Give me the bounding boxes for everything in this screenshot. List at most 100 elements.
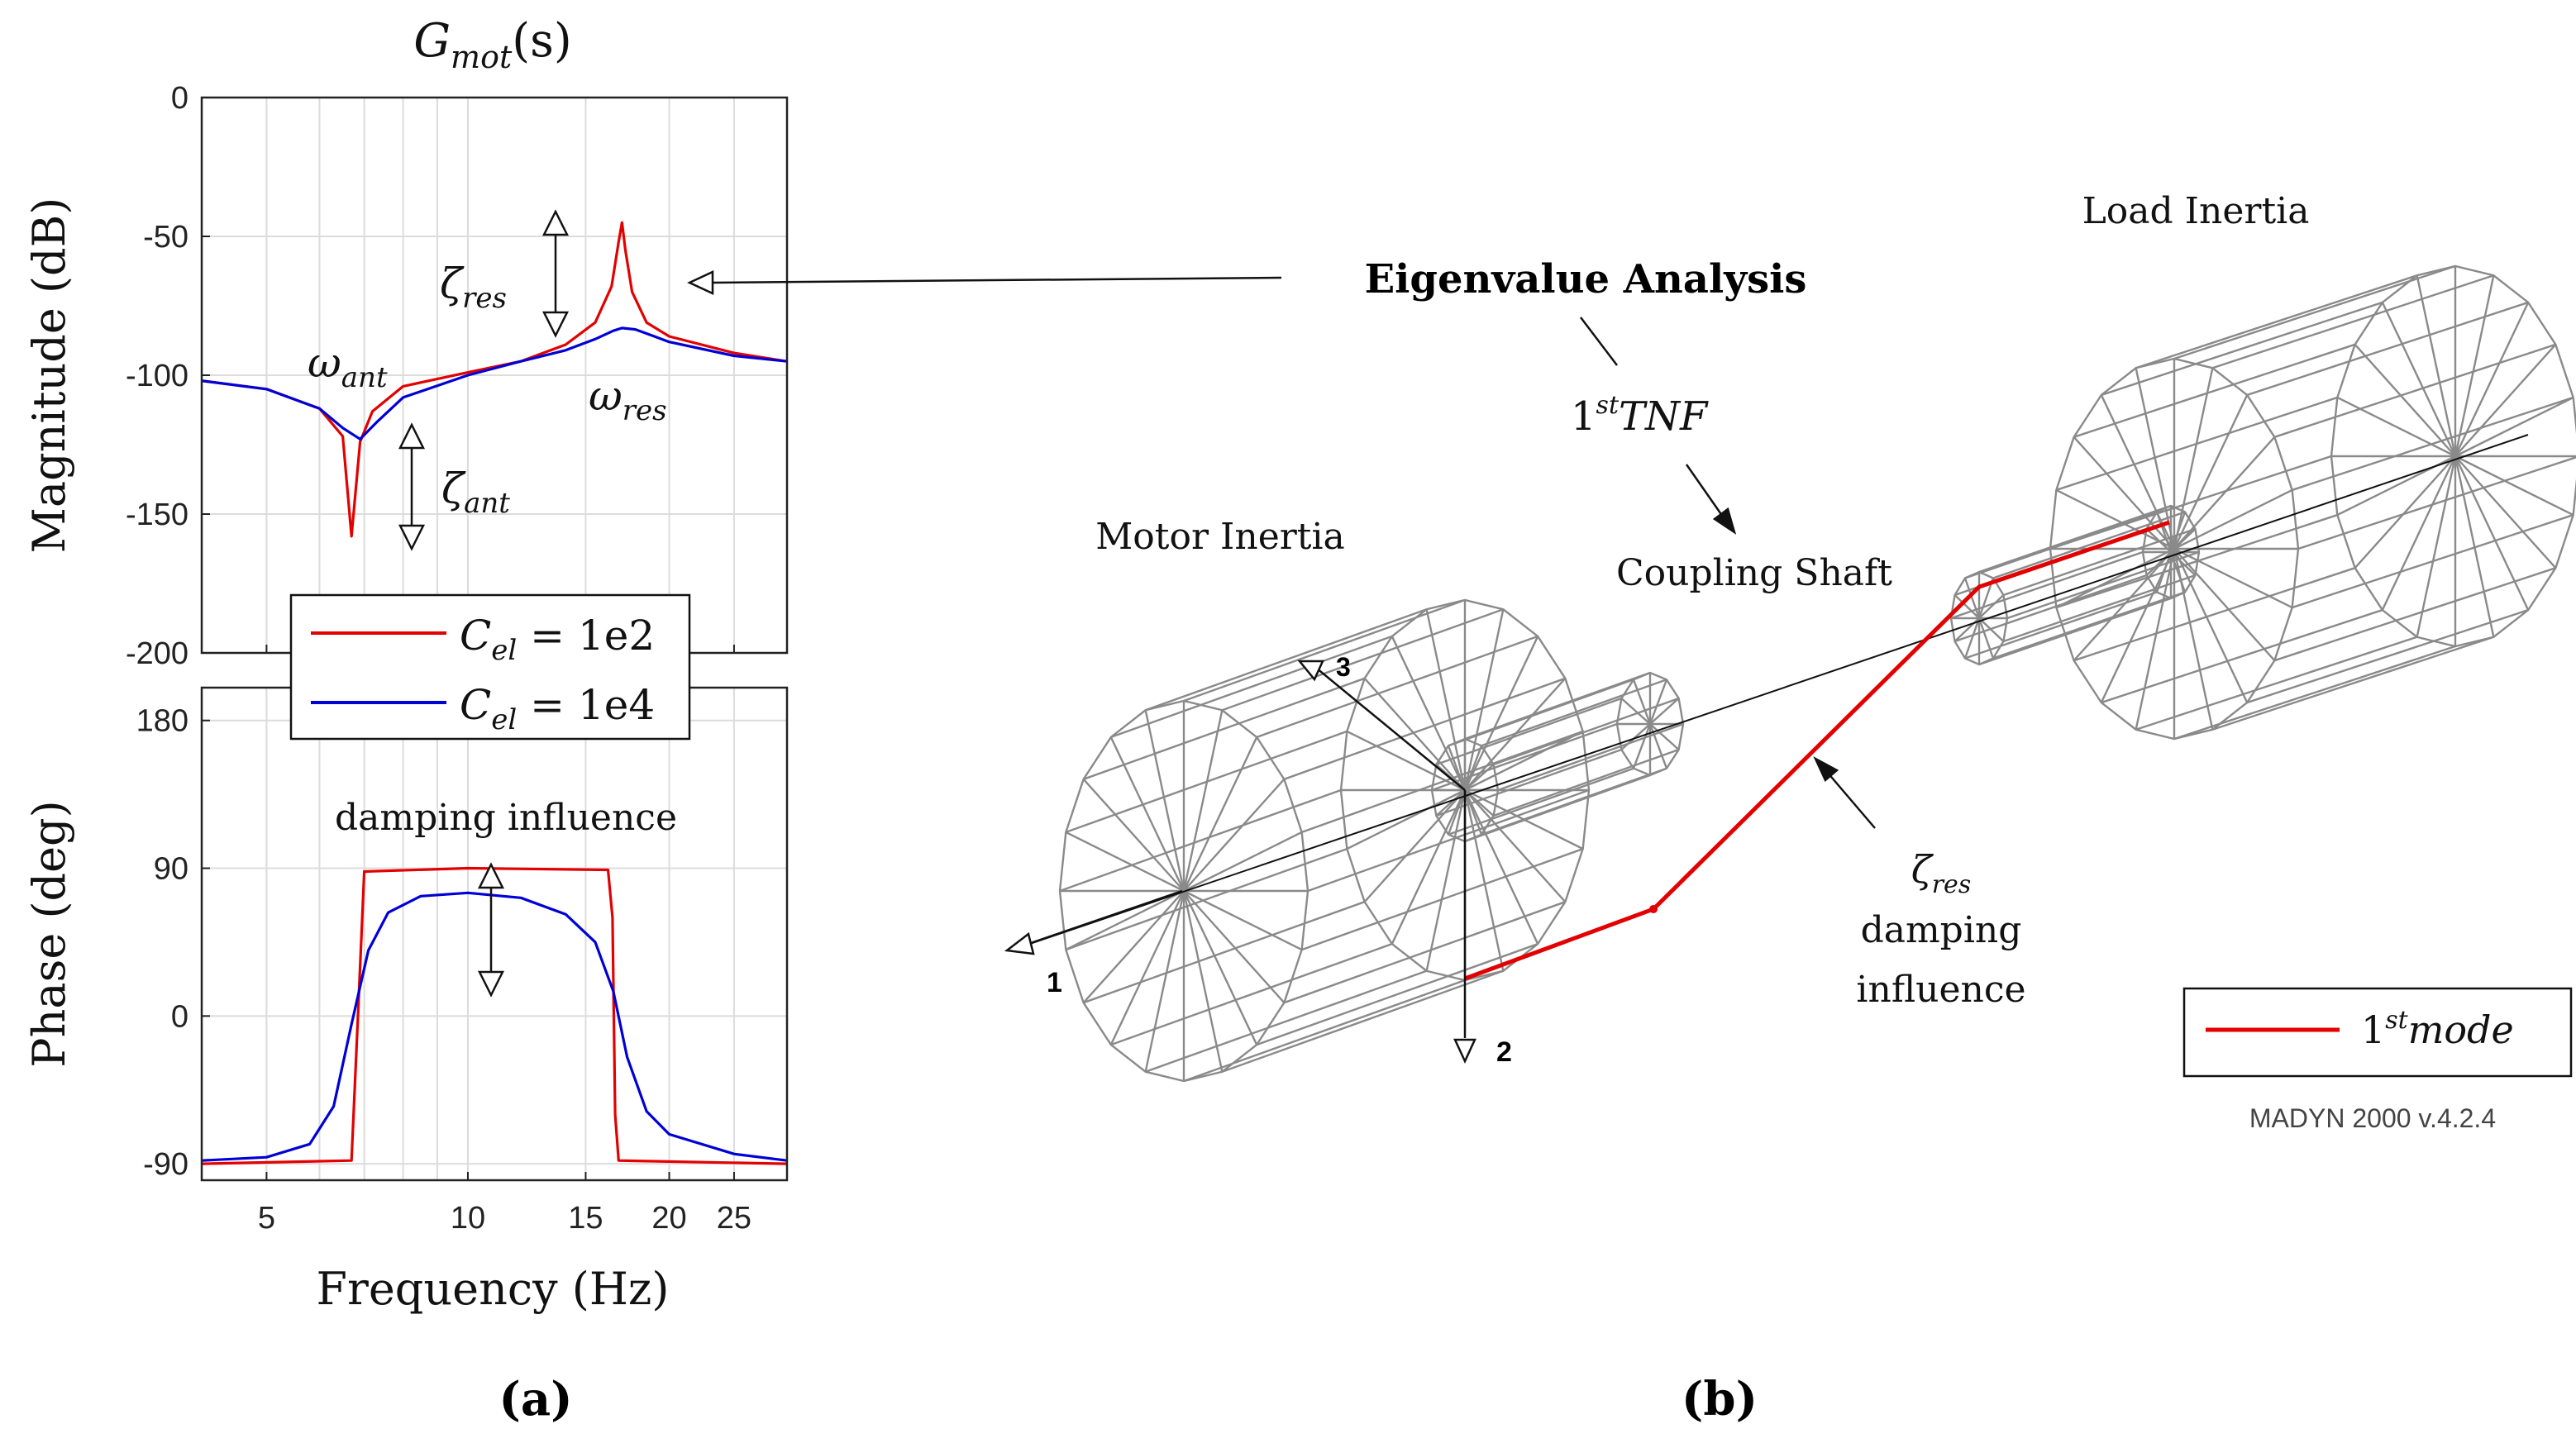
cylinder-spoke (2073, 548, 2175, 661)
cylinder-spoke (1109, 736, 1185, 892)
cylinder-generator (1059, 788, 1342, 893)
series-line-cel-1e2 (202, 866, 787, 1165)
cylinder-spoke (1183, 889, 1303, 951)
cylinder-spoke (1463, 609, 1505, 791)
cylinder-spoke (1065, 889, 1185, 951)
y-tick-label: -100 (126, 359, 188, 393)
cylinder-generator (2135, 636, 2418, 731)
cylinder-spoke (2055, 547, 2175, 609)
bode-title: Gmot(s) (413, 14, 571, 75)
zeta-ant-label: ζant (441, 464, 510, 520)
cylinder-spoke (1649, 723, 1680, 750)
y-tick-label: -200 (126, 636, 188, 671)
cylinder-generator (2211, 274, 2494, 369)
zeta-res-arrow (541, 209, 570, 338)
cylinder-generator (1481, 679, 1667, 747)
coordinate-axis-2 (1453, 790, 1476, 1064)
cylinder-spoke (1649, 698, 1680, 725)
software-version-label: MADYN 2000 v.4.2.4 (2249, 1103, 2496, 1133)
cylinder-spoke (2454, 344, 2557, 457)
cylinder-generator (1145, 969, 1428, 1073)
coupling-shaft-label: Coupling Shaft (1616, 552, 1892, 594)
cylinder-spoke (2173, 548, 2249, 703)
zeta-res-label-b: ζres (1911, 847, 1971, 899)
cylinder-spoke (1183, 890, 1286, 1003)
cylinder-spoke (2454, 275, 2495, 457)
cylinder-generator (2273, 567, 2556, 662)
cylinder-spoke (1447, 745, 1467, 791)
caption-a: (a) (499, 1372, 572, 1427)
cylinder-generator (1301, 847, 1584, 951)
cylinder-spoke (2454, 455, 2530, 611)
cylinder-generator (2246, 608, 2529, 704)
frequency-xlabel: Frequency (Hz) (317, 1263, 670, 1315)
cylinder-spoke (2173, 436, 2276, 550)
cylinder-spoke (1463, 789, 1505, 971)
cylinder-spoke (1082, 890, 1185, 1003)
cylinder-generator (1110, 635, 1393, 739)
cylinder-generator (1992, 591, 2186, 660)
cylinder-spoke (1425, 789, 1467, 971)
caption-b: (b) (1682, 1372, 1758, 1427)
tnf-arrow (1685, 464, 1737, 535)
cylinder-spoke (1620, 698, 1651, 725)
x-tick-label: 10 (451, 1201, 485, 1236)
cylinder-spoke (2354, 344, 2456, 457)
cylinder-generator (2292, 513, 2574, 609)
x-tick-label: 15 (568, 1201, 603, 1236)
cylinder-spoke (1144, 710, 1185, 892)
cylinder-spoke (1391, 636, 1467, 791)
cylinder-generator (1497, 722, 1684, 792)
coordinate-axis-3 (1297, 660, 1466, 791)
x-tick-label: 25 (717, 1201, 751, 1236)
cylinder-spoke (2416, 275, 2457, 457)
cylinder-spoke (2173, 548, 2276, 661)
axis-label-2: 2 (1496, 1036, 1512, 1068)
y-tick-label: -50 (143, 220, 188, 255)
cylinder-generator (1464, 671, 1651, 741)
axis-label-3: 3 (1336, 652, 1351, 682)
cylinder-spoke (1346, 788, 1466, 850)
cylinder-spoke (1435, 789, 1466, 817)
cylinder-generator (2049, 455, 2332, 550)
series-group (202, 866, 787, 1165)
y-tick-label: 90 (154, 852, 188, 887)
cylinder-spoke (1182, 710, 1224, 892)
cylinder-spoke (2354, 455, 2456, 569)
cylinder-generator (1065, 847, 1348, 951)
cylinder-generator (2073, 343, 2356, 438)
cylinder-spoke (2173, 548, 2214, 730)
cylinder-generator (2211, 636, 2494, 731)
cylinder-generator (1065, 730, 1348, 834)
cylinder-spoke (1963, 578, 1981, 619)
eigen-tick-line (1580, 317, 1618, 366)
cylinder-generator (1307, 788, 1590, 893)
cylinder-generator (1950, 550, 2144, 620)
cylinder-spoke (1182, 890, 1258, 1046)
load-inertia-label: Load Inertia (2082, 190, 2310, 232)
cylinder-spoke (2454, 396, 2574, 458)
cylinder-spoke (1182, 890, 1224, 1072)
cylinder-spoke (2454, 455, 2557, 569)
cylinder-spoke (1082, 779, 1185, 892)
x-tick-label: 20 (651, 1201, 686, 1236)
cylinder-spoke (2416, 455, 2457, 637)
cylinder-generator (1145, 608, 1428, 712)
cylinder-generator (1183, 979, 1466, 1083)
cylinder-generator (1301, 730, 1584, 834)
panel-b: Eigenvalue Analysis 1stTNF Coupling Shaf… (1004, 190, 2576, 1427)
cylinder-generator (1110, 942, 1393, 1046)
cylinder-generator (2273, 343, 2556, 438)
cylinder-generator (1493, 748, 1680, 817)
cylinder-generator (2055, 396, 2338, 492)
legend-entry-1e4: Cel = 1e4 (460, 681, 655, 736)
cylinder-spoke (1632, 679, 1652, 725)
phase-ylabel: Phase (deg) (23, 800, 75, 1067)
y-tick-label: 0 (171, 999, 188, 1034)
x-tick-label: 5 (258, 1201, 275, 1236)
y-tick-label: -150 (126, 498, 188, 532)
cylinder-generator (1283, 901, 1566, 1004)
cylinder-spoke (1463, 789, 1483, 836)
series-group (202, 221, 787, 538)
cylinder-spoke (1953, 594, 1980, 619)
